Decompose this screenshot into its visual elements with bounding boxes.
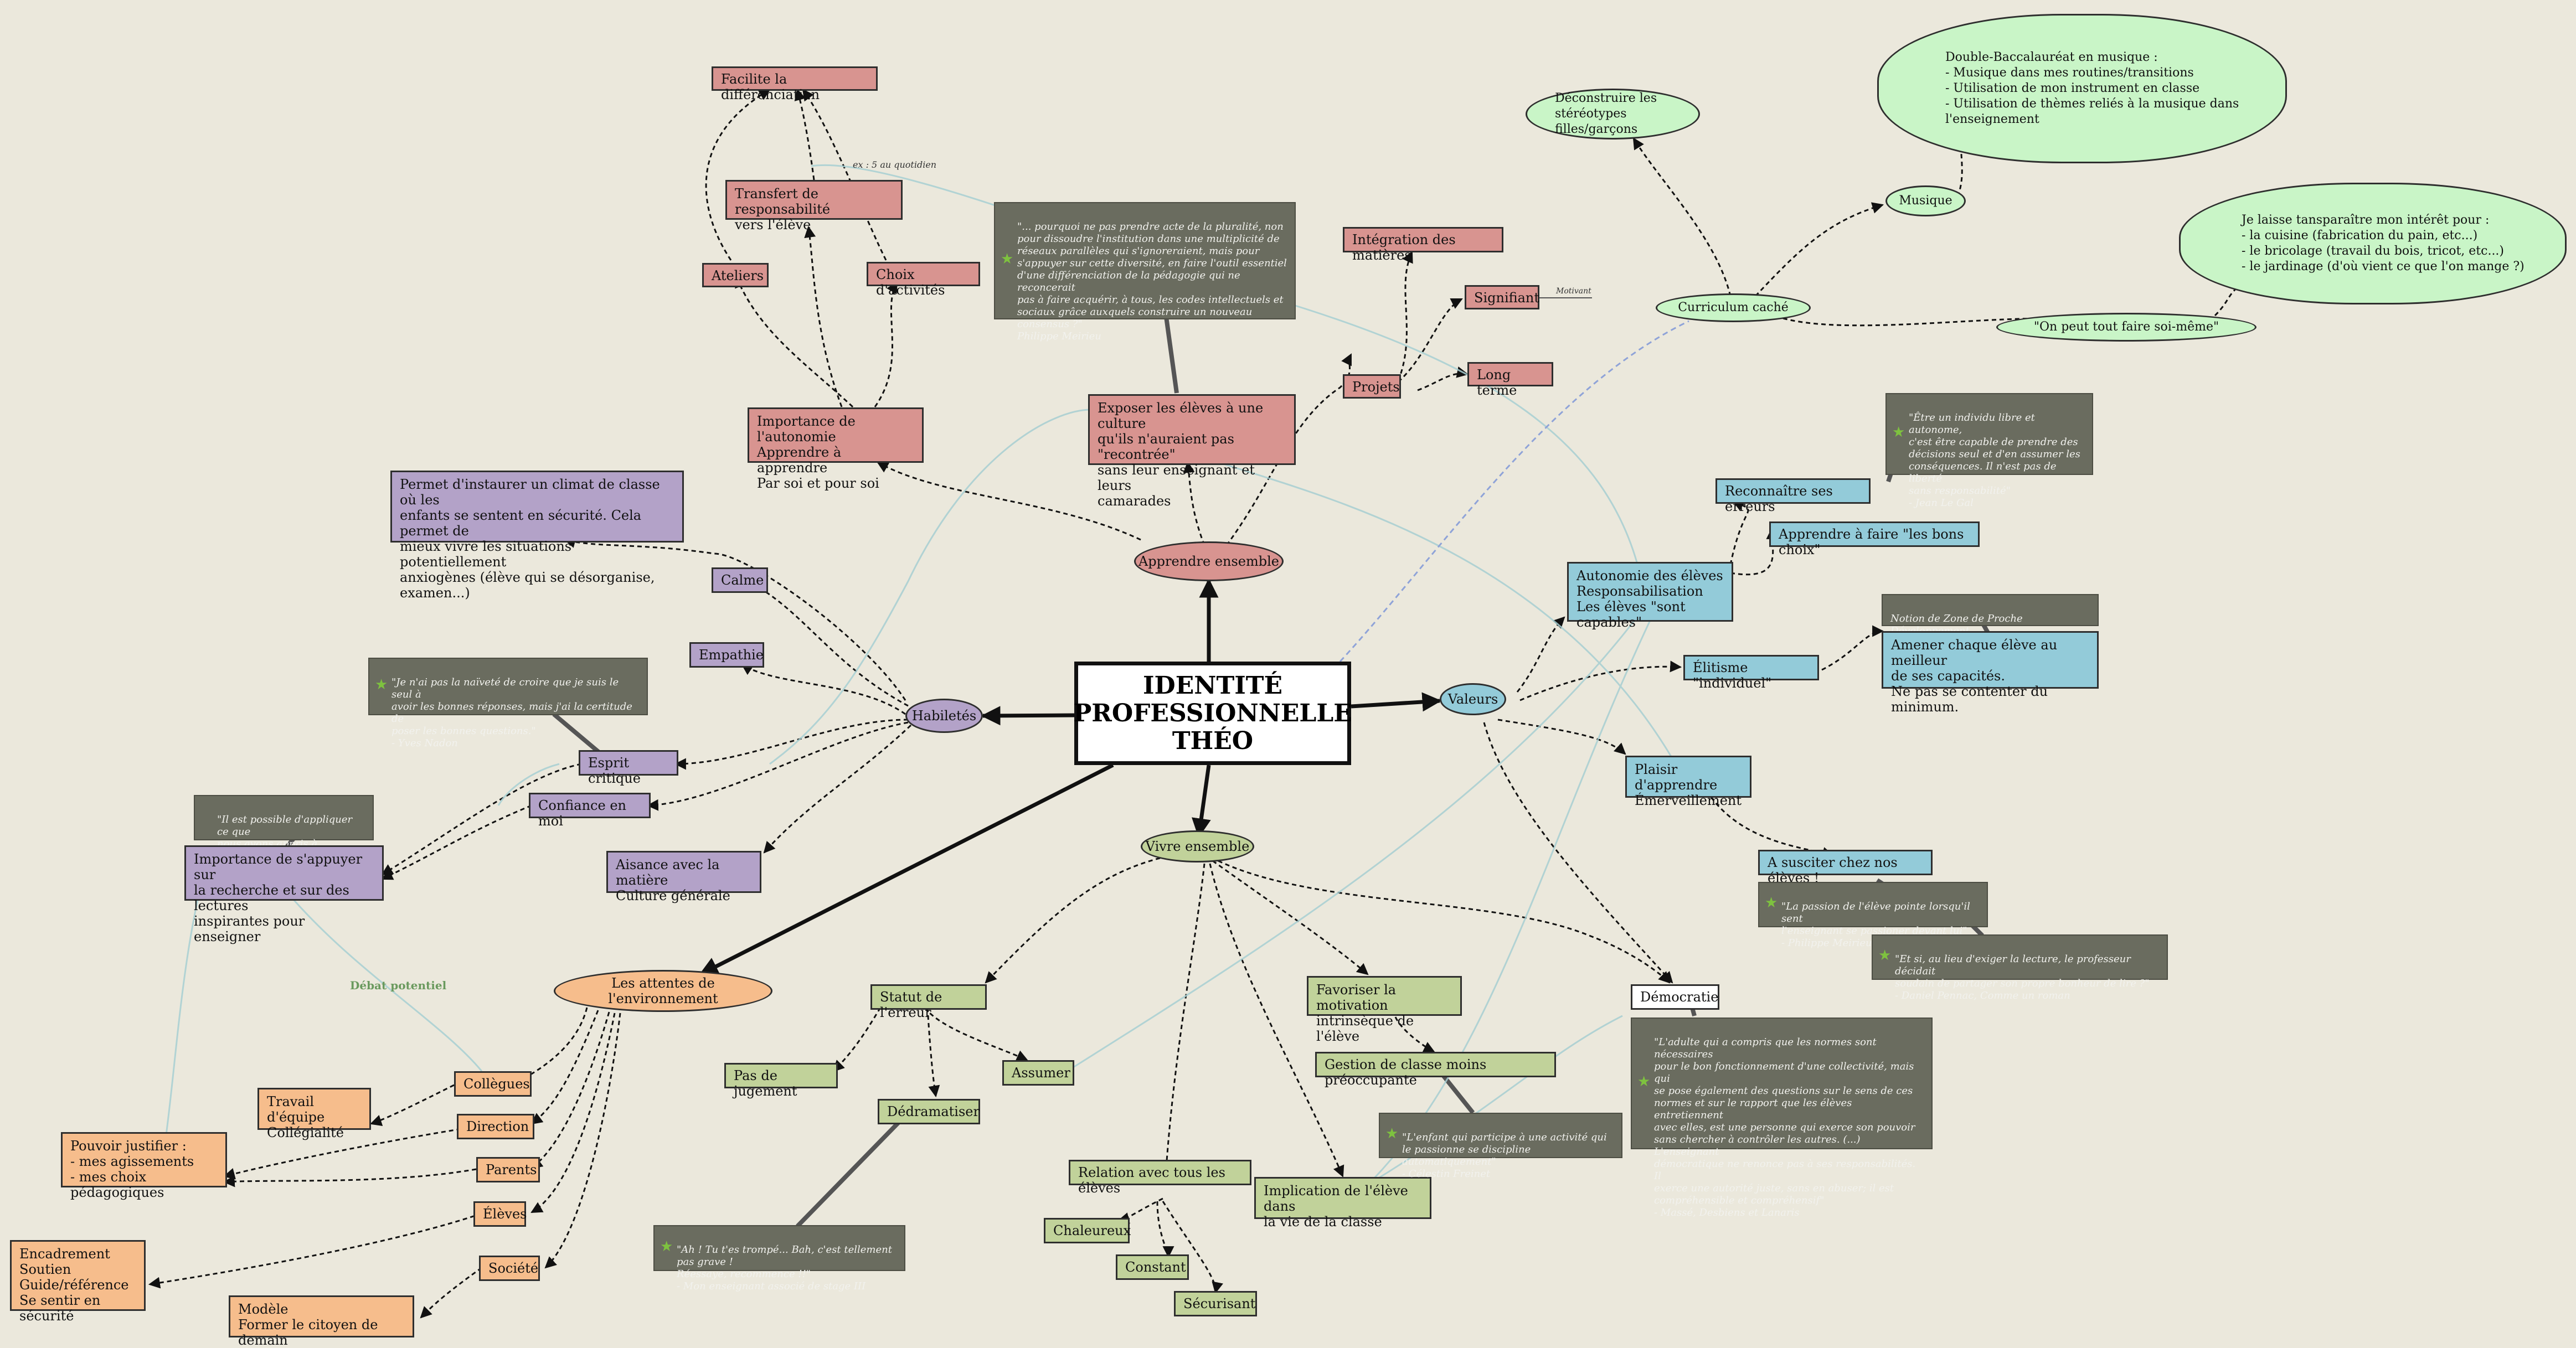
star-icon: ★ bbox=[375, 676, 388, 693]
node-musique[interactable]: Musique bbox=[1885, 185, 1966, 216]
branch-valeurs[interactable]: Valeurs bbox=[1440, 683, 1506, 715]
node-plaisir-apprendre[interactable]: Plaisir d'apprendre Émerveillement bbox=[1625, 756, 1751, 808]
node-choix-activites[interactable]: Choix d'activités bbox=[867, 262, 980, 298]
star-icon: ★ bbox=[660, 1238, 673, 1255]
node-securisant[interactable]: Sécurisant bbox=[1174, 1291, 1257, 1316]
node-statut-erreur[interactable]: Statut de l'erreur bbox=[870, 984, 987, 1020]
node-dedramatiser[interactable]: Dédramatiser bbox=[878, 1099, 980, 1124]
star-icon: ★ bbox=[1385, 1125, 1399, 1142]
quote-theo: "Il est possible d'appliquer ce que nous… bbox=[194, 795, 374, 874]
node-autonomie-eleves[interactable]: Autonomie des élèves Responsabilisation … bbox=[1567, 562, 1733, 630]
star-icon: ★ bbox=[1001, 251, 1014, 267]
quote-meirieu-passion: ★"La passion de l'élève pointe lorsqu'il… bbox=[1758, 882, 1988, 949]
node-democratie[interactable]: Démocratie bbox=[1631, 984, 1719, 1010]
node-integration-matieres[interactable]: Intégration des matières bbox=[1343, 227, 1503, 263]
node-autonomie-apprendre[interactable]: Importance de l'autonomie Apprendre à ap… bbox=[748, 407, 924, 491]
quote-nadon: ★"Je n'ai pas la naïveté de croire que j… bbox=[368, 658, 648, 749]
node-modele-citoyen[interactable]: Modèle Former le citoyen de demain bbox=[229, 1295, 414, 1348]
quote-pennac: ★"Et si, au lieu d'exiger la lecture, le… bbox=[1872, 934, 2168, 1001]
node-eleves[interactable]: Élèves bbox=[473, 1201, 527, 1227]
node-importance-recherche[interactable]: Importance de s'appuyer sur la recherche… bbox=[184, 845, 384, 944]
node-interet-cuisine-bricolage[interactable]: Je laisse tansparaître mon intérêt pour … bbox=[2179, 183, 2567, 304]
quote-text: "L'enfant qui participe à une activité q… bbox=[1402, 1132, 1607, 1180]
quote-text: "Être un individu libre et autonome, c'e… bbox=[1909, 412, 2080, 509]
label-debat-potentiel: Débat potentiel bbox=[350, 979, 447, 992]
star-icon: ★ bbox=[1637, 1073, 1651, 1090]
node-gestion-classe[interactable]: Gestion de classe moins préoccupante bbox=[1315, 1052, 1556, 1088]
note-motivant: Motivant bbox=[1556, 287, 1591, 296]
node-constant[interactable]: Constant bbox=[1116, 1254, 1189, 1280]
node-elitisme-individuel[interactable]: Élitisme "individuel" bbox=[1683, 655, 1819, 691]
node-societe[interactable]: Société bbox=[479, 1256, 540, 1281]
node-encadrement[interactable]: Encadrement Soutien Guide/référence Se s… bbox=[10, 1240, 146, 1324]
quote-text: "Ah ! Tu t'es trompé... Bah, c'est telle… bbox=[677, 1244, 892, 1292]
node-long-terme[interactable]: Long terme bbox=[1467, 362, 1553, 398]
node-permet-climat[interactable]: Permet d'instaurer un climat de classe o… bbox=[390, 471, 684, 601]
node-aisance-matiere[interactable]: Aisance avec la matière Culture générale bbox=[606, 851, 761, 903]
quote-text: "La passion de l'élève pointe lorsqu'il … bbox=[1781, 901, 1970, 949]
quote-text: "Et si, au lieu d'exiger la lecture, le … bbox=[1895, 953, 2150, 1001]
node-on-peut-tout-faire[interactable]: "On peut tout faire soi-même" bbox=[1996, 313, 2256, 342]
node-facilite-differenciation[interactable]: Facilite la différenciation bbox=[712, 66, 878, 102]
node-transfert-responsabilite[interactable]: Transfert de responsabilité vers l'élève bbox=[725, 180, 903, 233]
branch-vivre-ensemble[interactable]: Vivre ensemble bbox=[1141, 830, 1254, 862]
node-apprendre-bons-choix[interactable]: Apprendre à faire "les bons choix" bbox=[1769, 521, 1980, 557]
node-curriculum-cache[interactable]: Curriculum caché bbox=[1656, 293, 1811, 322]
note-ex-quotidien: ex : 5 au quotidien bbox=[853, 159, 937, 170]
quote-masse-desbiens: ★"L'adulte qui a compris que les normes … bbox=[1631, 1018, 1933, 1218]
quote-stage: ★"Ah ! Tu t'es trompé... Bah, c'est tell… bbox=[653, 1225, 905, 1292]
branch-attentes-environnement[interactable]: Les attentes de l'environnement bbox=[554, 970, 772, 1012]
quote-text: "... pourquoi ne pas prendre acte de la … bbox=[1017, 221, 1287, 342]
node-travail-equipe[interactable]: Travail d'équipe Collégialité bbox=[257, 1088, 371, 1140]
branch-habiletes[interactable]: Habiletés bbox=[905, 699, 983, 733]
node-reconnaitre-erreurs[interactable]: Reconnaître ses erreurs bbox=[1715, 478, 1871, 514]
star-icon: ★ bbox=[1892, 424, 1905, 441]
node-implication-eleve[interactable]: Implication de l'élève dans la vie de la… bbox=[1254, 1177, 1431, 1230]
node-collegues[interactable]: Collègues bbox=[454, 1071, 532, 1097]
node-chaleureux[interactable]: Chaleureux bbox=[1044, 1218, 1131, 1243]
node-pouvoir-justifier[interactable]: Pouvoir justifier : - mes agissements - … bbox=[61, 1132, 227, 1200]
quote-freinet: ★"L'enfant qui participe à une activité … bbox=[1379, 1113, 1622, 1180]
quote-meirieu-pluralite: ★"... pourquoi ne pas prendre acte de la… bbox=[994, 202, 1296, 342]
node-assumer[interactable]: Assumer bbox=[1002, 1060, 1074, 1086]
node-calme[interactable]: Calme bbox=[712, 567, 768, 593]
node-empathie[interactable]: Empathie bbox=[689, 642, 764, 668]
star-icon: ★ bbox=[1878, 947, 1892, 964]
quote-text: "Je n'ai pas la naïveté de croire que je… bbox=[391, 676, 632, 749]
node-direction[interactable]: Direction bbox=[457, 1114, 534, 1139]
node-ateliers[interactable]: Ateliers bbox=[702, 263, 769, 287]
quote-text: "L'adulte qui a compris que les normes s… bbox=[1654, 1036, 1916, 1218]
node-esprit-critique[interactable]: Esprit critique bbox=[579, 750, 678, 786]
branch-apprendre-ensemble[interactable]: Apprendre ensemble bbox=[1134, 541, 1284, 581]
node-deconstruire-stereotypes[interactable]: Déconstruire les stéréotypes filles/garç… bbox=[1526, 89, 1700, 140]
node-susciter[interactable]: A susciter chez nos élèves ! bbox=[1758, 850, 1933, 886]
quote-le-gal: ★"Être un individu libre et autonome, c'… bbox=[1885, 393, 2093, 509]
node-double-baccalaureat[interactable]: Double-Baccalauréat en musique : - Musiq… bbox=[1877, 14, 2287, 163]
node-exposer-culture[interactable]: Exposer les élèves à une culture qu'ils … bbox=[1088, 394, 1296, 509]
node-parents[interactable]: Parents bbox=[476, 1157, 540, 1182]
node-confiance-en-moi[interactable]: Confiance en moi bbox=[529, 793, 651, 829]
central-topic[interactable]: IDENTITÉ PROFESSIONNELLE THÉO bbox=[1073, 662, 1352, 765]
quote-vygotsky: Notion de Zone de Proche Développement V… bbox=[1882, 594, 2099, 649]
node-pas-de-jugement[interactable]: Pas de jugement bbox=[724, 1063, 838, 1099]
node-favoriser-motivation[interactable]: Favoriser la motivation intrinsèque de l… bbox=[1307, 976, 1462, 1044]
node-relation-eleves[interactable]: Relation avec tous les élèves bbox=[1069, 1160, 1251, 1196]
star-icon: ★ bbox=[1765, 895, 1778, 911]
node-signifiant[interactable]: Signifiant bbox=[1465, 285, 1539, 309]
node-amener-chaque-eleve[interactable]: Amener chaque élève au meilleur de ses c… bbox=[1882, 631, 2099, 715]
node-projets[interactable]: Projets bbox=[1343, 374, 1401, 399]
